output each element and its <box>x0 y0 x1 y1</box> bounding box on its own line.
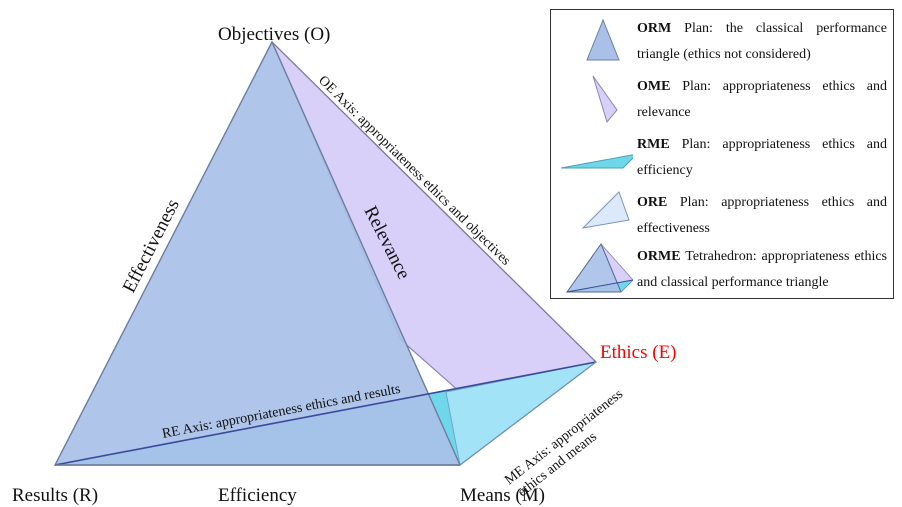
me-axis-line <box>459 361 597 466</box>
legend-desc-rme: Plan: appropriateness ethics and efficie… <box>637 137 887 178</box>
legend-item-ore: ORE Plan: appropriateness ethics and eff… <box>551 188 893 246</box>
legend-text-orm: ORM Plan: the classical performance tria… <box>637 16 887 68</box>
rme-plan-icon <box>560 154 633 169</box>
legend-key-orm: ORM <box>637 21 672 36</box>
legend-item-orme: ORME Tetrahedron: appropriateness ethics… <box>551 242 893 300</box>
legend-key-orme: ORME <box>637 249 681 264</box>
vertex-results-label: Results (R) <box>12 485 98 506</box>
orm-plan-icon <box>586 18 620 61</box>
legend-desc-ore: Plan: appropriateness ethics and effecti… <box>637 195 887 236</box>
re-axis-line <box>54 361 597 466</box>
legend-box: ORM Plan: the classical performance tria… <box>550 9 894 299</box>
legend-item-rme: RME Plan: appropriateness ethics and eff… <box>551 130 893 188</box>
legend-key-ore: ORE <box>637 195 668 210</box>
ore-plan-icon <box>581 191 630 229</box>
legend-key-ome: OME <box>637 79 671 94</box>
vertex-objectives-label: Objectives (O) <box>218 24 330 45</box>
vertex-means-label: Means (M) <box>460 485 545 506</box>
ome-plan-icon <box>592 75 618 124</box>
vertex-ethics-label: Ethics (E) <box>600 342 677 363</box>
legend-text-ome: OME Plan: appropriateness ethics and rel… <box>637 74 887 126</box>
orme-tetrahedron-icon <box>566 242 633 293</box>
legend-desc-orme: Tetrahedron: appropriateness ethics and … <box>637 249 887 290</box>
legend-item-ome: OME Plan: appropriateness ethics and rel… <box>551 72 893 130</box>
legend-text-orme: ORME Tetrahedron: appropriateness ethics… <box>637 244 887 296</box>
legend-item-orm: ORM Plan: the classical performance tria… <box>551 14 893 72</box>
legend-text-rme: RME Plan: appropriateness ethics and eff… <box>637 132 887 184</box>
efficiency-label: Efficiency <box>218 485 297 506</box>
legend-desc-ome: Plan: appropriateness ethics and relevan… <box>637 79 887 120</box>
legend-desc-orm: Plan: the classical performance triangle… <box>637 21 887 62</box>
legend-text-ore: ORE Plan: appropriateness ethics and eff… <box>637 190 887 242</box>
legend-key-rme: RME <box>637 137 670 152</box>
oe-axis-line <box>271 41 597 363</box>
